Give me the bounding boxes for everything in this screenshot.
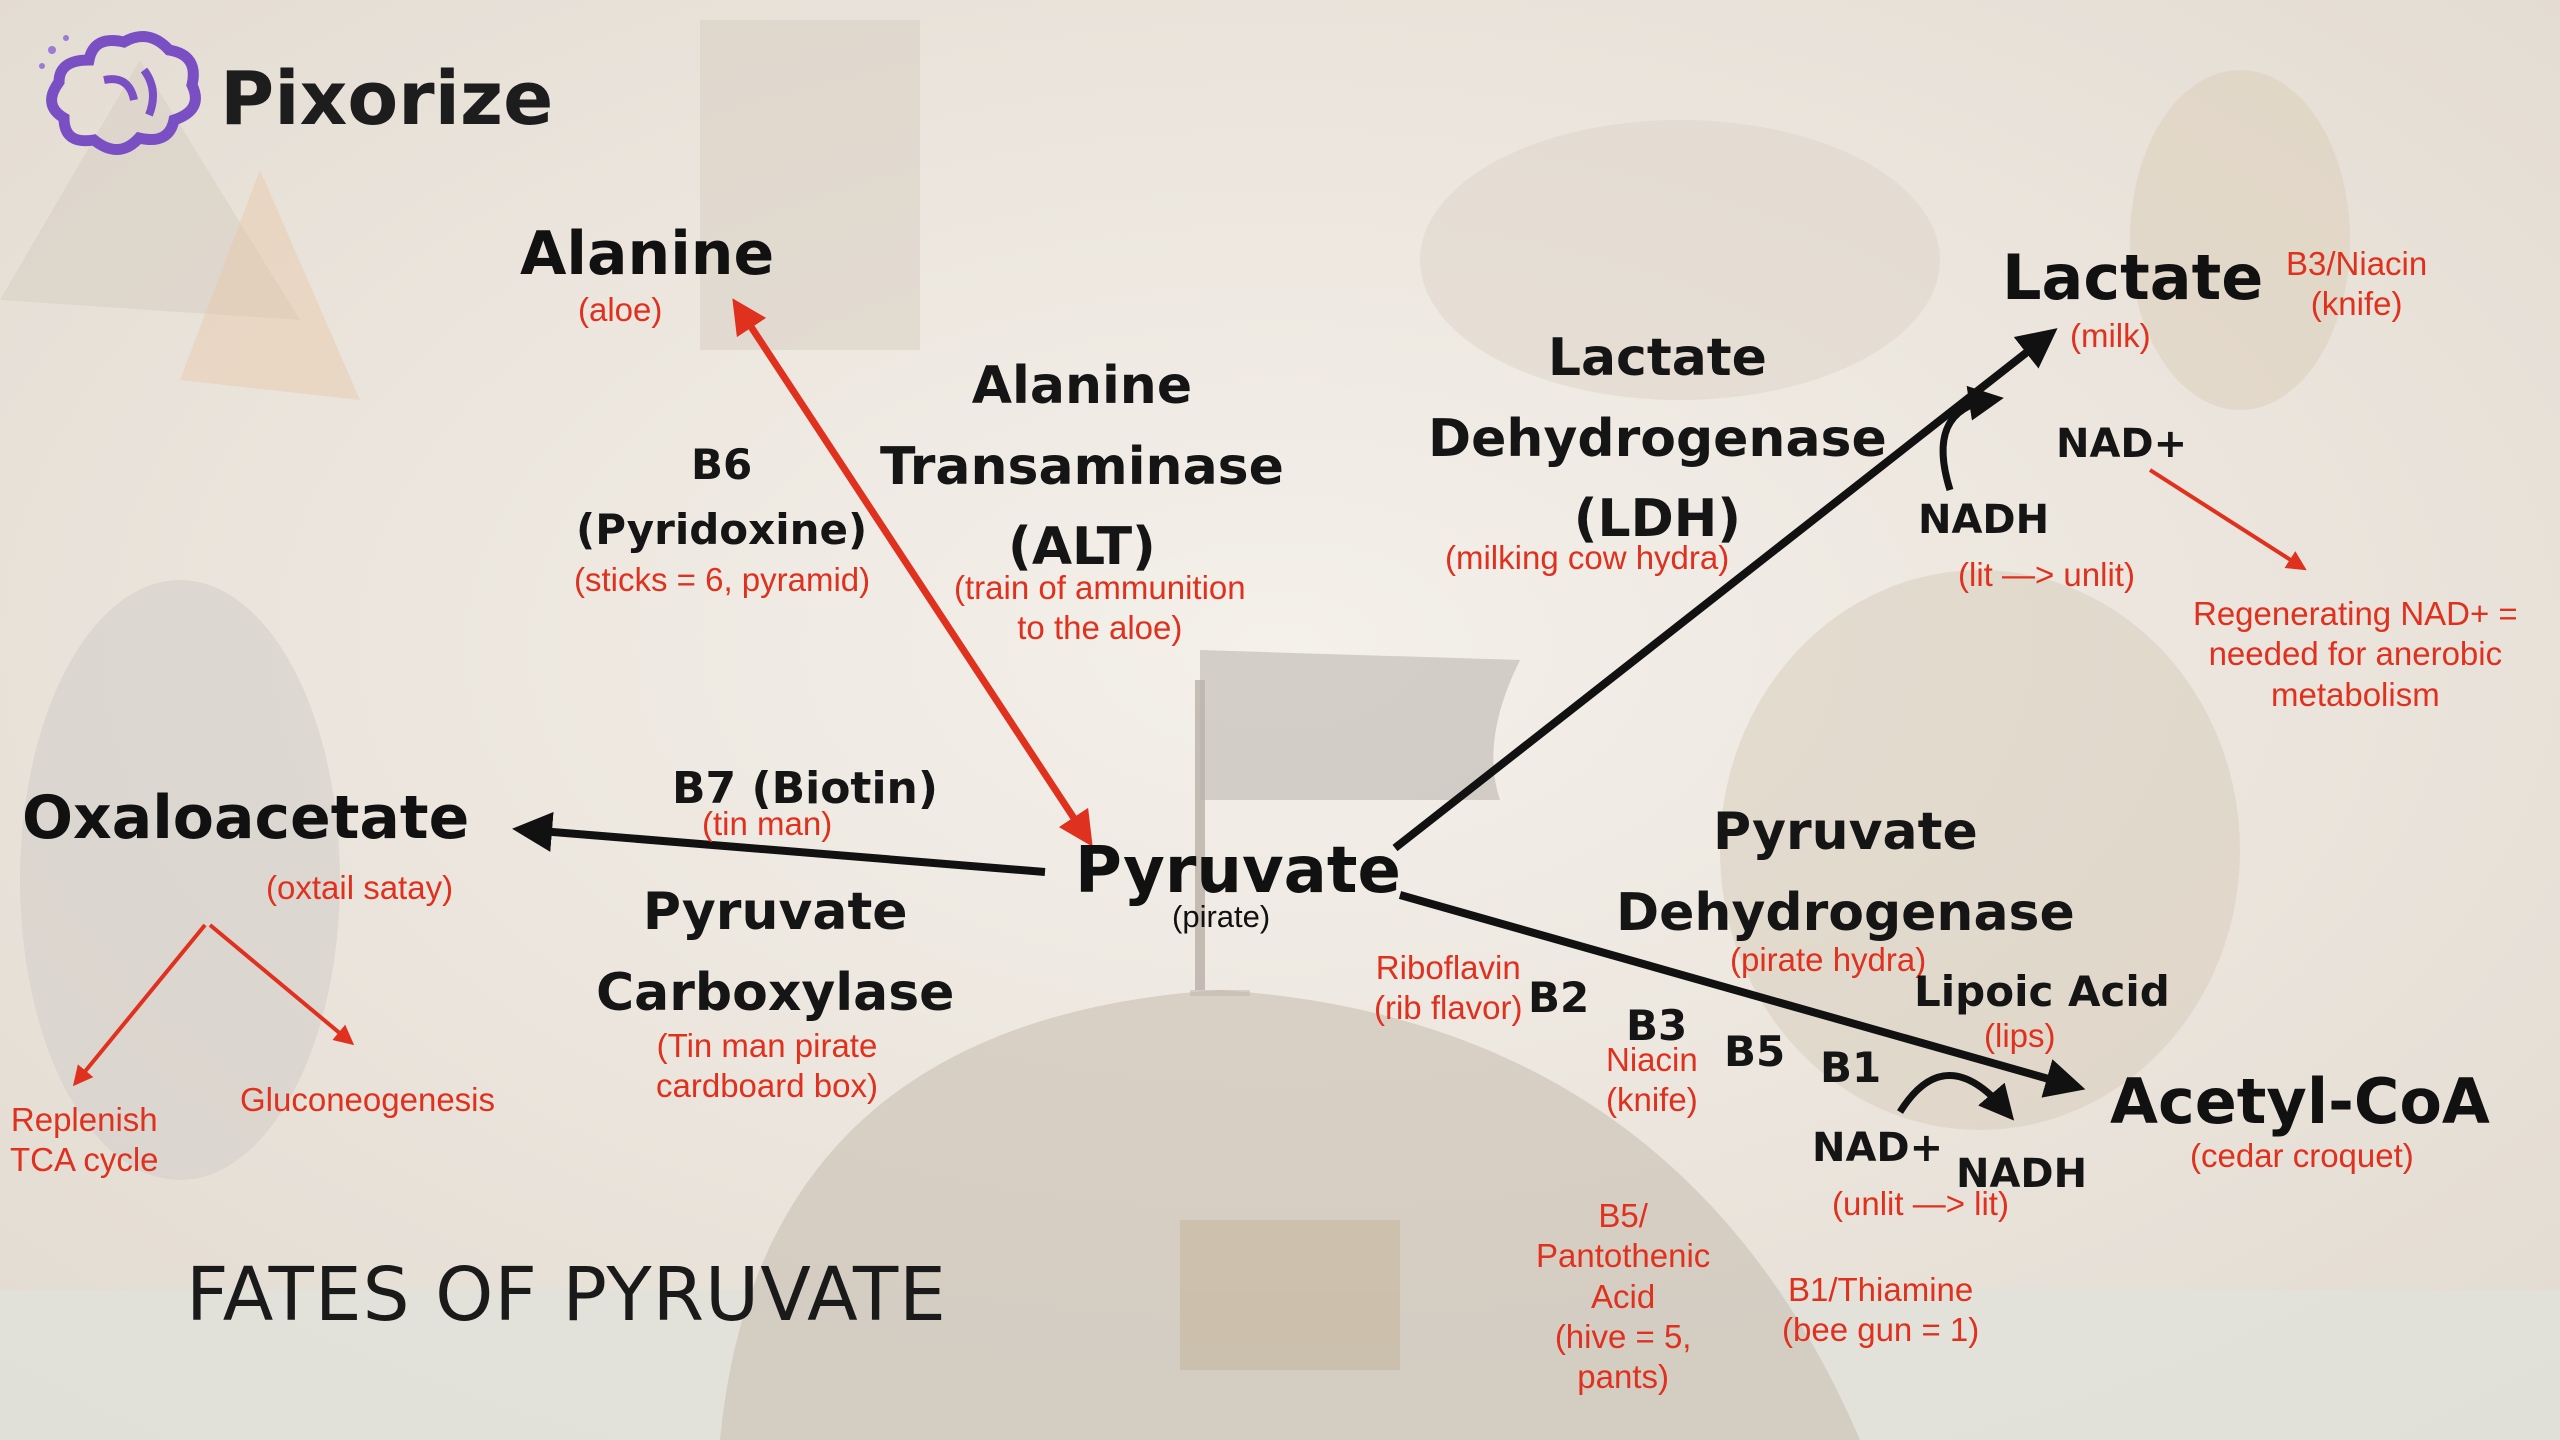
lipoic-acid-label: Lipoic Acid xyxy=(1914,967,2170,1016)
b5-mnemonic: B5/ Pantothenic Acid (hive = 5, pants) xyxy=(1536,1197,1711,1395)
pdh-nad-mnemonic: (unlit —> lit) xyxy=(1832,1185,2009,1222)
hydra-illustration xyxy=(1720,570,2240,1130)
nad-regeneration-note: Regenerating NAD+ = needed for anerobic … xyxy=(2193,595,2518,713)
ldh-nad-mnemonic: (lit —> unlit) xyxy=(1958,556,2135,593)
pdh-enzyme-mnemonic: (pirate hydra) xyxy=(1730,941,1927,978)
pixorize-logo[interactable]: Pixorize xyxy=(34,20,554,180)
page-title: FATES OF PYRUVATE xyxy=(186,1252,947,1338)
acetyl-coa-mnemonic: (cedar croquet) xyxy=(2190,1137,2414,1174)
replenish-tca-label: Replenish TCA cycle xyxy=(10,1101,159,1179)
pirate-flag-illustration xyxy=(1200,650,1520,800)
b1-mnemonic: B1/Thiamine (bee gun = 1) xyxy=(1782,1271,1980,1349)
hut-illustration xyxy=(700,20,920,350)
b2-label: B2 xyxy=(1528,973,1590,1022)
pdh-nad-plus-label: NAD+ xyxy=(1812,1125,1944,1171)
tin-man-illustration xyxy=(20,580,340,1180)
person-illustration xyxy=(2130,70,2350,410)
ldh-nad-curved-arrow xyxy=(1939,385,2004,492)
pyruvate-carboxylase-arrow xyxy=(512,812,1046,876)
regen-note-arrow xyxy=(2148,468,2307,571)
b6-cofactor-label: B6 (Pyridoxine) xyxy=(576,440,868,555)
cow-illustration xyxy=(1420,120,1940,400)
acetyl-coa-label: Acetyl-CoA xyxy=(2110,1065,2490,1138)
tca-branch-arrow xyxy=(72,923,207,1087)
alt-reversible-arrow xyxy=(732,298,1093,847)
pdh-nad-curved-arrow xyxy=(1897,1072,2015,1121)
b3-niacin-note: B3/Niacin (knife) xyxy=(2286,245,2428,323)
alanine-mnemonic: (aloe) xyxy=(578,291,663,328)
oxaloacetate-mnemonic: (oxtail satay) xyxy=(266,869,454,906)
pyruvate-label: Pyruvate xyxy=(1075,834,1401,908)
gluconeogenesis-label: Gluconeogenesis xyxy=(240,1081,496,1118)
pdh-enzyme-label: Pyruvate Dehydrogenase xyxy=(1616,802,2075,943)
lipoic-acid-mnemonic: (lips) xyxy=(1984,1017,2056,1054)
alt-enzyme-label: Alanine Transaminase (ALT) xyxy=(880,356,1284,578)
b6-cofactor-mnemonic: (sticks = 6, pyramid) xyxy=(574,561,871,598)
oxaloacetate-label: Oxaloacetate xyxy=(22,783,470,853)
ldh-enzyme-label: Lactate Dehydrogenase (LDH) xyxy=(1428,328,1887,550)
b3-mnemonic: Niacin (knife) xyxy=(1606,1041,1698,1119)
ldh-nad-plus-label: NAD+ xyxy=(2056,421,2188,467)
gluconeogenesis-branch-arrow xyxy=(208,923,355,1046)
alanine-label: Alanine xyxy=(520,219,775,289)
pyruvate-mnemonic: (pirate) xyxy=(1172,899,1271,934)
b5-label: B5 xyxy=(1724,1027,1786,1076)
brain-icon xyxy=(39,31,201,155)
brand-name: Pixorize xyxy=(220,56,554,142)
b7-cofactor-mnemonic: (tin man) xyxy=(702,805,833,842)
pdh-nadh-label: NADH xyxy=(1956,1151,2088,1197)
lactate-mnemonic: (milk) xyxy=(2070,317,2151,354)
b2-mnemonic: Riboflavin (rib flavor) xyxy=(1374,949,1523,1027)
b3-label: B3 xyxy=(1626,1001,1688,1050)
ldh-enzyme-mnemonic: (milking cow hydra) xyxy=(1445,539,1730,576)
pdh-arrow xyxy=(1398,891,2086,1098)
alt-enzyme-mnemonic: (train of ammunition to the aloe) xyxy=(954,569,1246,647)
boat-illustration xyxy=(720,990,1860,1440)
pyruvate-carboxylase-label: Pyruvate Carboxylase xyxy=(596,882,955,1023)
b7-cofactor-label: B7 (Biotin) xyxy=(672,763,938,814)
lactate-label: Lactate xyxy=(2002,241,2264,314)
ldh-nadh-label: NADH xyxy=(1918,497,2050,543)
ldh-arrow xyxy=(1392,328,2058,852)
pyruvate-carboxylase-mnemonic: (Tin man pirate cardboard box) xyxy=(656,1027,878,1105)
tent-illustration xyxy=(0,60,300,320)
treasure-chest-illustration xyxy=(1180,1220,1400,1370)
b1-label: B1 xyxy=(1820,1043,1882,1092)
